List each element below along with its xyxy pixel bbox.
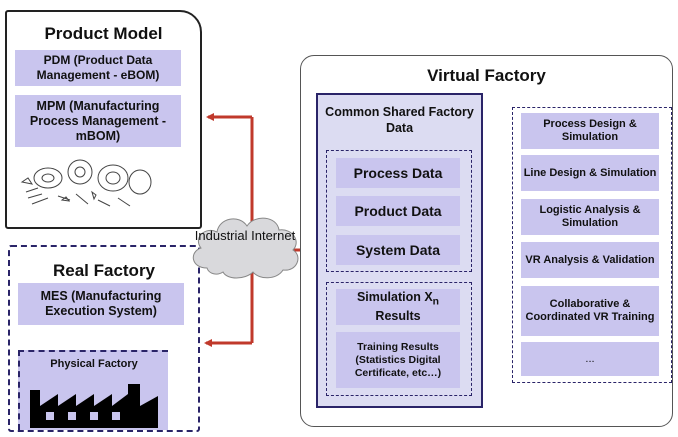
physical-factory-box: Physical Factory <box>18 350 168 430</box>
app-process-design: Process Design & Simulation <box>521 113 659 149</box>
app-line-design: Line Design & Simulation <box>521 155 659 191</box>
product-sketch-image <box>20 159 152 207</box>
product-data-box: Product Data <box>336 196 460 226</box>
common-shared-data-title: Common Shared Factory Data <box>325 105 474 135</box>
process-data-box: Process Data <box>336 158 460 188</box>
factory-icon <box>30 384 158 428</box>
virtual-factory-title: Virtual Factory <box>427 66 546 85</box>
cloud-icon <box>192 217 299 279</box>
pdm-box: PDM (Product Data Management - eBOM) <box>15 50 181 86</box>
real-factory-title: Real Factory <box>52 261 156 280</box>
app-vr-training: Collaborative & Coordinated VR Training <box>521 286 659 336</box>
physical-factory-label: Physical Factory <box>50 358 138 370</box>
app-logistic-analysis: Logistic Analysis & Simulation <box>521 199 659 235</box>
mes-box: MES (Manufacturing Execution System) <box>18 283 184 325</box>
product-model-title: Product Model <box>44 24 163 43</box>
factory-data-group <box>326 150 472 272</box>
app-vr-analysis: VR Analysis & Validation <box>521 242 659 278</box>
industrial-internet-label: Industrial Internet <box>194 228 296 243</box>
mpm-box: MPM (Manufacturing Process Management - … <box>15 95 181 147</box>
system-data-box: System Data <box>336 235 460 265</box>
applications-group <box>512 107 672 383</box>
results-group <box>326 282 472 396</box>
training-results-box: Training Results (Statistics Digital Cer… <box>336 332 460 388</box>
app-more-ellipsis: ... <box>521 342 659 376</box>
